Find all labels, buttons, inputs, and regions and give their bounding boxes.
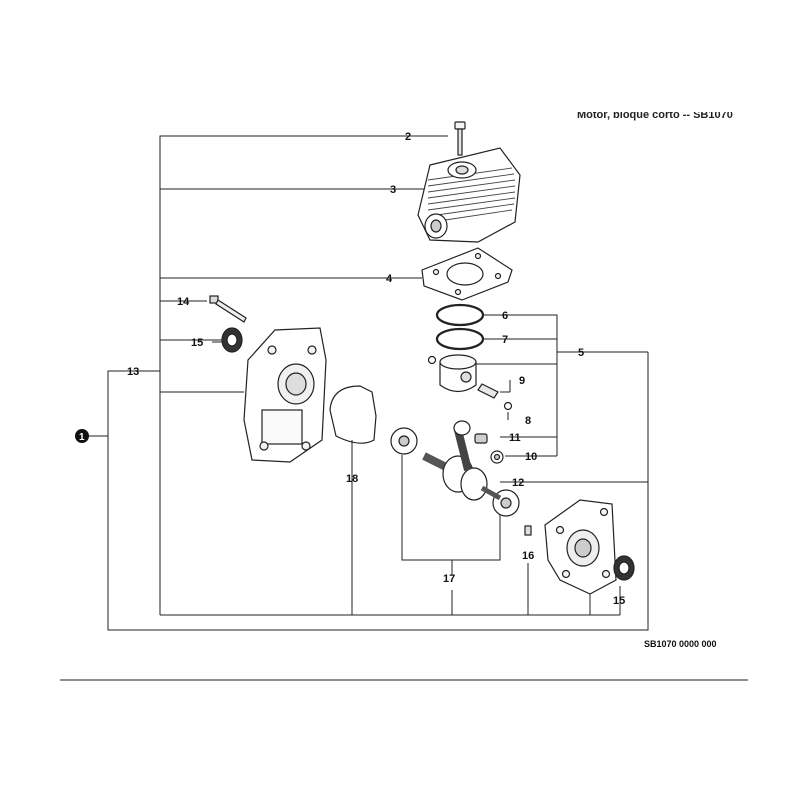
callout-11: 11 [509,432,521,444]
diagram-title: Motor, bloque corto -- SB1070 [577,112,733,121]
callout-2: 2 [405,131,411,143]
callout-12: 12 [512,477,524,489]
bearing-upper [390,427,418,455]
part-13-crankcase-left [243,327,327,463]
leader-lines [107,135,649,631]
callout-17: 17 [443,573,455,585]
part-8-circlip [427,355,513,411]
part-11-needle-bearing [474,433,488,444]
callout-8: 8 [525,415,531,427]
callout-6: 6 [502,310,508,322]
callout-labels: 2 3 4 14 15 13 6 7 5 9 8 11 10 12 18 16 … [127,131,625,607]
drawing-code: SB1070 0000 000 [644,639,717,649]
callout-1: 1 [79,432,85,443]
part-3-cylinder [417,147,521,243]
callout-7: 7 [502,334,508,346]
part-18-crankcase-gasket [329,385,377,444]
callout-15a: 15 [191,337,203,349]
piston [439,354,477,393]
callout-4: 4 [386,273,393,285]
callout-16: 16 [522,550,534,562]
assembly-marker: 1 [75,429,108,443]
part-9-piston-pin [477,383,499,399]
callout-13: 13 [127,366,139,378]
callout-14: 14 [177,296,190,308]
part-7-piston-ring [435,327,485,351]
callout-3: 3 [390,184,396,196]
part-6-piston-ring [435,303,485,327]
part-15-oil-seal-left [221,327,243,353]
part-14-screw [209,295,247,323]
callout-5: 5 [578,347,584,359]
part-15-oil-seal-right [613,555,635,581]
part-16-key [524,525,532,536]
callout-15b: 15 [613,595,625,607]
part-4-cylinder-gasket [421,247,513,301]
part-2-bolt [454,121,466,156]
part-17-crankshaft [422,420,502,501]
part-10-washer [490,450,504,464]
callout-10: 10 [525,451,537,463]
callout-18: 18 [346,473,358,485]
part-12-crankcase-right [544,499,617,595]
callout-9: 9 [519,375,525,387]
